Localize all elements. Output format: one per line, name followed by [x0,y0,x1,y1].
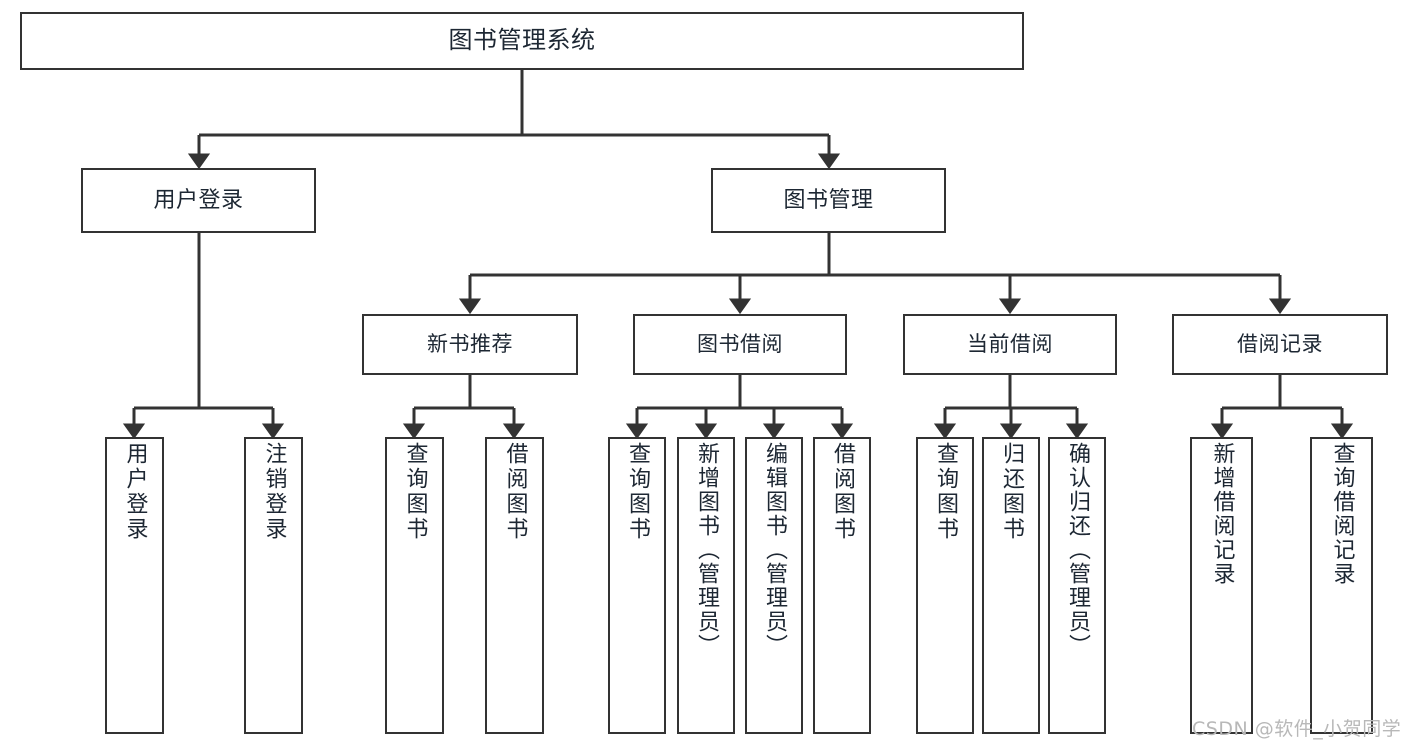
leaf-record-query-record[interactable]: 查询借阅记录 [1310,437,1373,734]
leaf-borrow-borrow-book[interactable]: 借阅图书 [813,437,871,734]
node-label: 图书借阅 [697,332,783,357]
node-label: 借阅记录 [1237,332,1323,357]
node-root-system[interactable]: 图书管理系统 [20,12,1024,70]
node-label: 注销登录 [261,442,287,542]
node-label: 图书管理系统 [448,26,596,55]
node-book-management[interactable]: 图书管理 [711,168,946,233]
node-label: 图书管理 [783,187,874,213]
node-label: 新书推荐 [427,332,513,357]
node-label: 查询图书 [402,442,428,542]
node-label: 用户登录 [122,442,148,542]
node-borrow-record[interactable]: 借阅记录 [1172,314,1388,375]
leaf-borrow-query-book[interactable]: 查询图书 [608,437,666,734]
node-current-borrow[interactable]: 当前借阅 [903,314,1117,375]
node-label: 归还图书 [999,442,1024,542]
node-label: 新增图书（管理员） [694,442,719,658]
node-label: 查询图书 [625,442,650,542]
leaf-borrow-add-book-admin[interactable]: 新增图书（管理员） [677,437,735,734]
leaf-current-return-book[interactable]: 归还图书 [982,437,1040,734]
node-book-borrow[interactable]: 图书借阅 [633,314,847,375]
node-user-login[interactable]: 用户登录 [81,168,316,233]
leaf-user-login-signin[interactable]: 用户登录 [105,437,164,734]
node-label: 新增借阅记录 [1209,442,1235,586]
watermark-csdn: CSDN @软件_小贺同学 [1192,718,1402,740]
leaf-current-confirm-return-admin[interactable]: 确认归还（管理员） [1048,437,1106,734]
node-label: 查询图书 [933,442,958,542]
node-label: 借阅图书 [502,442,528,542]
node-label: 当前借阅 [967,332,1053,357]
node-label: 编辑图书（管理员） [762,442,787,658]
node-label: 查询借阅记录 [1329,442,1355,586]
leaf-borrow-edit-book-admin[interactable]: 编辑图书（管理员） [745,437,803,734]
leaf-user-login-signout[interactable]: 注销登录 [244,437,303,734]
leaf-current-query-book[interactable]: 查询图书 [916,437,974,734]
node-label: 用户登录 [153,187,244,213]
node-label: 借阅图书 [830,442,855,542]
leaf-recommend-query-book[interactable]: 查询图书 [385,437,444,734]
leaf-record-add-record[interactable]: 新增借阅记录 [1190,437,1253,734]
node-new-book-recommend[interactable]: 新书推荐 [362,314,578,375]
leaf-recommend-borrow-book[interactable]: 借阅图书 [485,437,544,734]
node-label: 确认归还（管理员） [1065,442,1090,658]
